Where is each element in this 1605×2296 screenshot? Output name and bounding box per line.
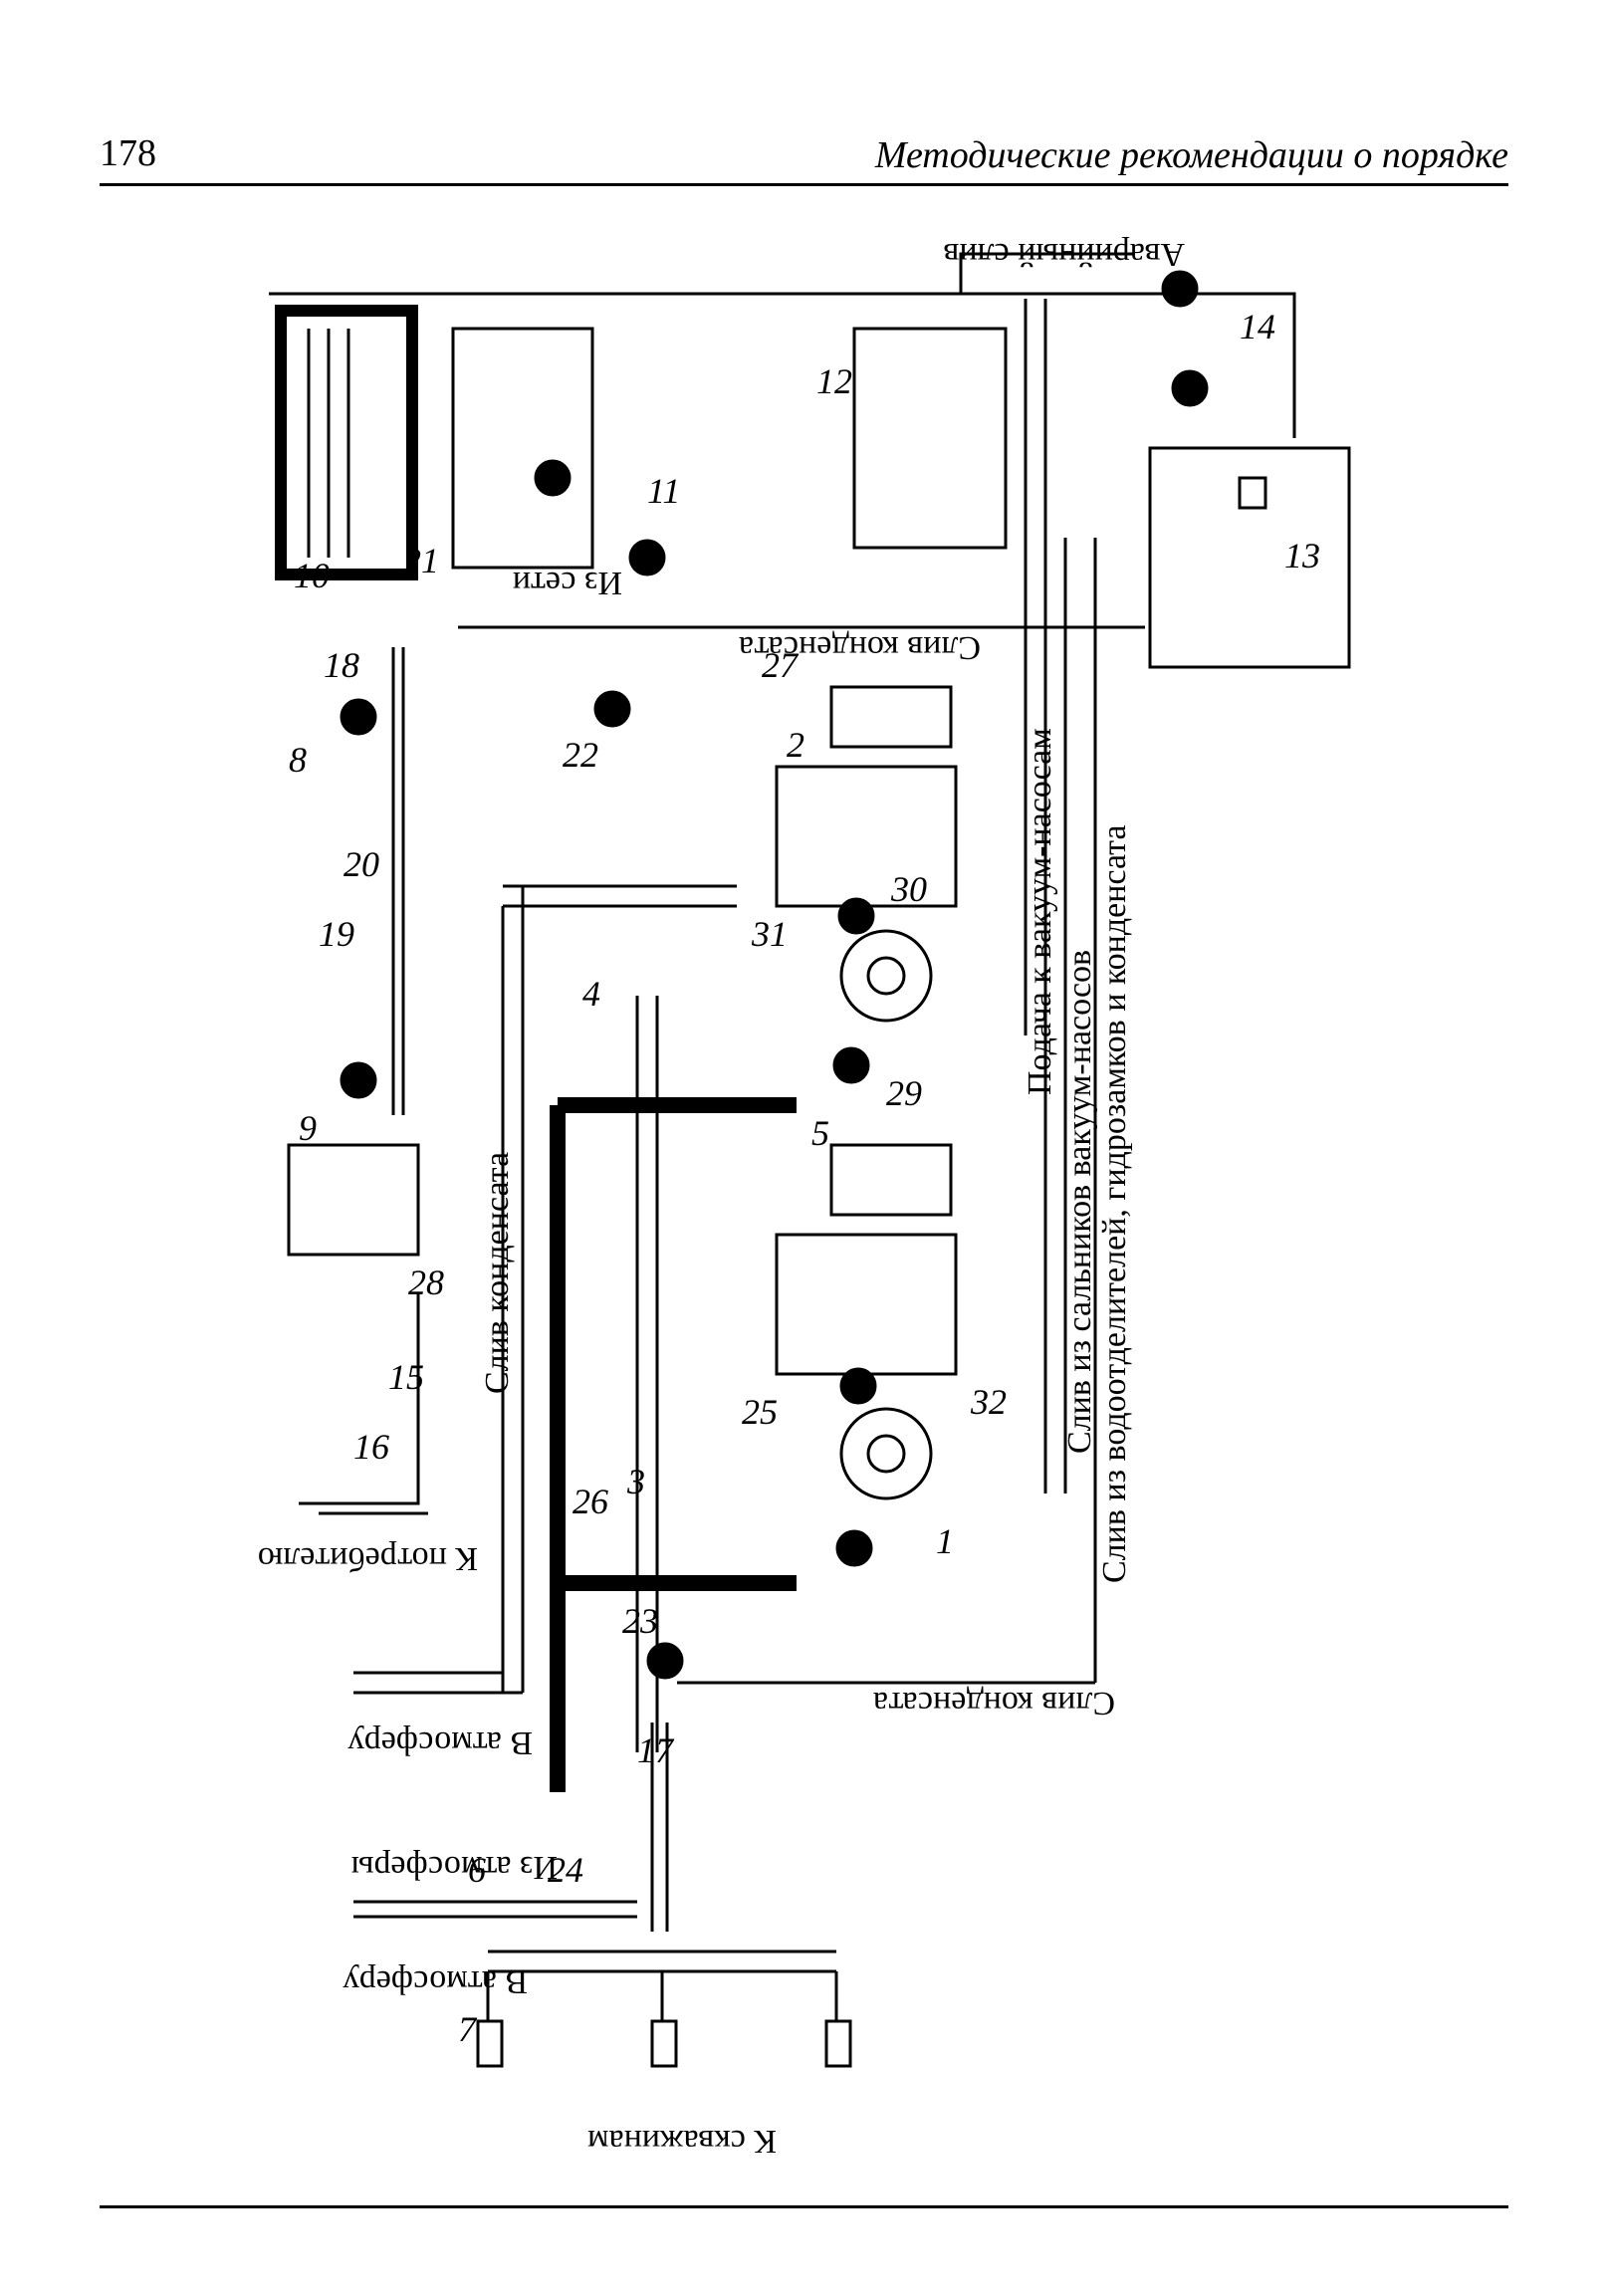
page-number: 178 (100, 132, 156, 174)
pump-14-b (1171, 369, 1209, 407)
pipe-4-branch (503, 884, 737, 908)
gauge-18 (340, 698, 377, 736)
pipe-6 (353, 1900, 637, 1919)
ref-10: 10 (294, 556, 330, 595)
label-supply-vacuum-pumps: Подача к вакуум-насосам (1022, 728, 1058, 1095)
ref-22: 22 (563, 735, 598, 775)
receiver-9 (287, 1143, 420, 1257)
ref-7: 7 (458, 2009, 478, 2049)
ref-2: 2 (787, 725, 804, 765)
label-to-consumer: К потребителю (258, 1540, 478, 1577)
vacuum-pump-upper (839, 929, 933, 1023)
consumer-line (299, 1294, 428, 1515)
gauge-23 (646, 1642, 684, 1680)
ref-11: 11 (647, 471, 680, 511)
ref-8: 8 (289, 740, 307, 780)
ref-9: 9 (299, 1108, 317, 1148)
ref-26: 26 (573, 1482, 608, 1521)
ref-17: 17 (637, 1730, 675, 1770)
ref-29: 29 (886, 1073, 922, 1113)
tank-13-sensor (1238, 476, 1267, 510)
ref-15: 15 (388, 1357, 424, 1397)
ref-6: 6 (468, 1850, 486, 1890)
ref-14: 14 (1240, 307, 1275, 346)
pipe-3 (501, 886, 525, 1693)
well-branches (486, 1971, 838, 2021)
well-valve-right (824, 2019, 852, 2068)
pipe-to-receiver (391, 647, 405, 1115)
top-header-line (269, 292, 1296, 438)
label-to-atmosphere-2: В атмосферу (343, 1963, 528, 2000)
vacuum-pump-1 (839, 1407, 933, 1500)
ref-27: 27 (762, 645, 800, 685)
ref-16: 16 (353, 1427, 389, 1467)
vacuum-pump-1-hub (866, 1434, 906, 1474)
ref-12: 12 (816, 361, 852, 401)
gauge-22 (593, 690, 631, 728)
label-condensate-drain-mid: Слив конденсата (479, 1152, 516, 1394)
tank-13 (1148, 446, 1351, 669)
ref-5: 5 (811, 1113, 829, 1153)
label-condensate-drain-top: Слив конденсата (739, 629, 981, 666)
label-drain-separators: Слив из водоотделителей, гидрозамков и к… (1096, 824, 1133, 1583)
cooler-2 (829, 685, 953, 749)
gauge-30 (837, 897, 875, 935)
ref-19: 19 (319, 914, 354, 954)
label-from-atmosphere: Из атмосферы (350, 1849, 558, 1886)
ref-25: 25 (742, 1392, 778, 1432)
pipe-to-wells (650, 1722, 669, 1932)
cooler-5 (829, 1143, 953, 1217)
vessel-11 (451, 327, 594, 570)
ref-24: 24 (548, 1850, 583, 1890)
ref-30: 30 (890, 869, 927, 909)
label-to-wells: К скважинам (587, 2123, 777, 2160)
ref-4: 4 (582, 974, 600, 1014)
pipe-4 (635, 996, 659, 1752)
emergency-drain-line (959, 252, 1135, 294)
label-to-atmosphere-1: В атмосферу (347, 1724, 533, 1761)
gauge-network (628, 539, 666, 576)
vacuum-pump-upper-hub (866, 956, 906, 996)
ref-32: 32 (970, 1382, 1007, 1422)
running-title: Методические рекомендации о порядке (874, 134, 1508, 176)
gauge-9 (340, 1061, 377, 1099)
label-condensate-drain-bottom: Слив конденсата (873, 1685, 1115, 1722)
gauge-11 (534, 459, 572, 497)
ref-21: 21 (403, 541, 439, 580)
well-valve-7 (476, 2019, 504, 2068)
header-rule (100, 183, 1508, 186)
tank-10 (275, 305, 418, 580)
gauge-lower (835, 1529, 873, 1567)
ref-13: 13 (1284, 536, 1320, 575)
well-valve-mid (650, 2019, 678, 2068)
label-from-network: Из сети (513, 565, 622, 601)
separator-2 (775, 765, 958, 908)
ref-3: 3 (626, 1462, 645, 1501)
ref-18: 18 (324, 645, 359, 685)
pump-14-a (1161, 270, 1199, 308)
ref-31: 31 (751, 914, 788, 954)
ref-23: 23 (622, 1601, 658, 1641)
ref-1: 1 (936, 1521, 954, 1561)
well-manifold (488, 1950, 836, 1973)
label-emergency-drain: Аварийный слив (943, 236, 1185, 273)
footer-rule (100, 2205, 1508, 2208)
pipe-to-atmosphere (353, 1671, 523, 1695)
ref-28: 28 (408, 1263, 444, 1302)
page-header: 178 Методические рекомендации о порядке (100, 131, 1508, 191)
gauge-32 (839, 1367, 877, 1405)
ref-20: 20 (344, 844, 379, 884)
separator-lower (775, 1233, 958, 1376)
vessel-12 (852, 327, 1008, 550)
gauge-29 (832, 1046, 870, 1084)
label-drain-glands: Слив из сальников вакуум-насосов (1061, 950, 1098, 1454)
pipe-26 (550, 1097, 797, 1792)
